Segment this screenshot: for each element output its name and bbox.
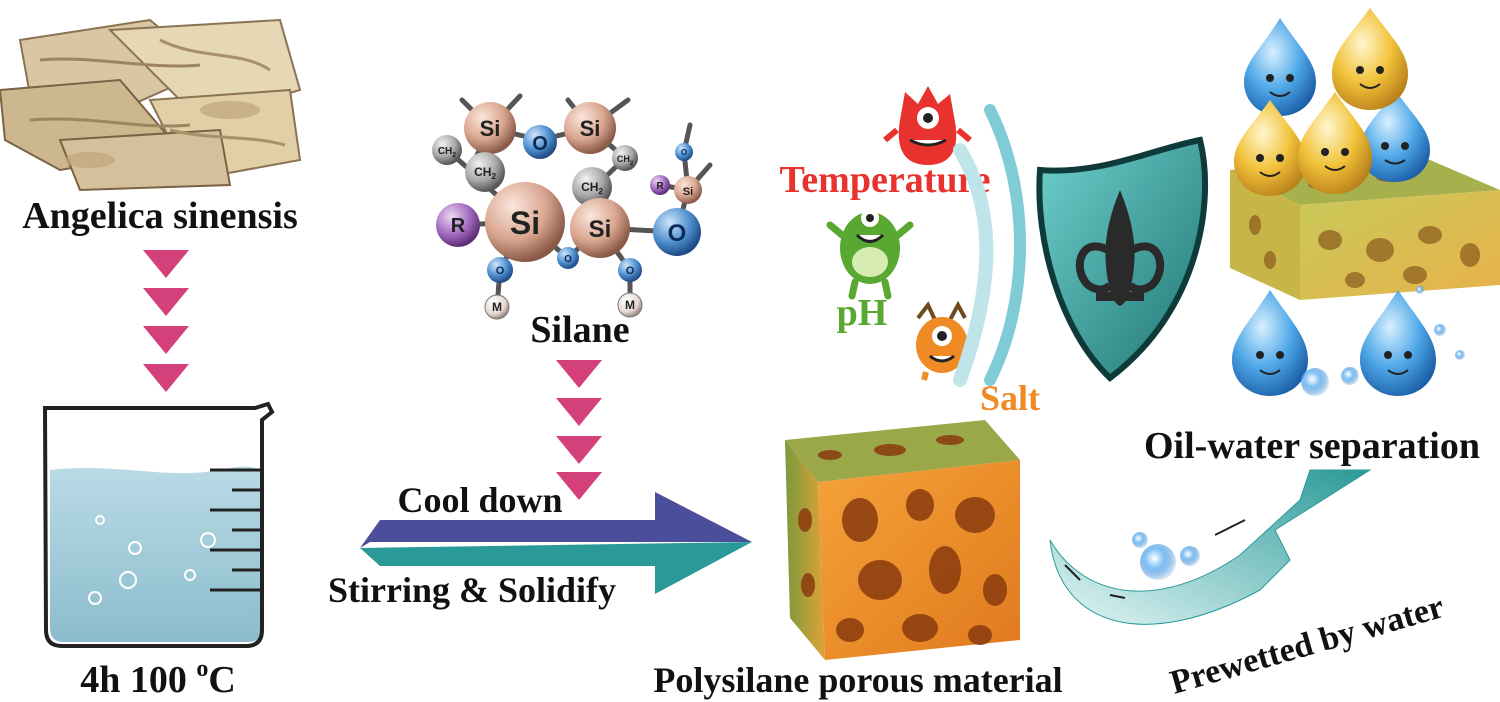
separation-sponge-image xyxy=(1230,160,1500,300)
angelica-down-arrows xyxy=(143,250,189,392)
svg-text:CH2: CH2 xyxy=(617,154,634,167)
svg-text:CH2: CH2 xyxy=(581,180,603,196)
silane-down-arrows xyxy=(556,360,602,500)
water-droplet-icons xyxy=(1232,18,1465,396)
svg-text:Si: Si xyxy=(683,186,693,198)
down-arrow-2 xyxy=(143,288,189,316)
svg-text:O: O xyxy=(681,148,687,157)
svg-text:CH2: CH2 xyxy=(438,146,456,159)
oil-droplet-icons xyxy=(1234,8,1408,196)
porous-material-image xyxy=(785,420,1020,660)
svg-text:R: R xyxy=(451,215,466,237)
svg-text:O: O xyxy=(496,265,505,277)
angelica-slices-image xyxy=(0,18,302,192)
temperature-monster xyxy=(883,86,972,165)
curved-arrow xyxy=(1049,469,1372,625)
svg-text:O: O xyxy=(564,254,572,265)
svg-text:CH2: CH2 xyxy=(474,165,496,181)
svg-text:Si: Si xyxy=(580,116,601,141)
silane-molecule: Si Si O CH2 CH2 CH2 CH2 R Si Si O O O O … xyxy=(432,93,713,320)
down-arrow-5 xyxy=(556,360,602,388)
shield-icon xyxy=(953,104,1209,387)
salt-monster xyxy=(916,300,968,381)
cool-down-label: Cool down xyxy=(397,480,562,520)
stirring-label: Stirring & Solidify xyxy=(328,570,616,610)
process-arrow xyxy=(360,492,752,594)
polysilane-label: Polysilane porous material xyxy=(653,660,1062,700)
condition-label: 4h 100 oC xyxy=(80,656,236,701)
silane-label: Silane xyxy=(530,309,629,351)
cool-down-arrow xyxy=(360,492,752,548)
down-arrow-3 xyxy=(143,326,189,354)
svg-text:Si: Si xyxy=(510,205,540,241)
svg-text:O: O xyxy=(668,220,687,247)
svg-text:R: R xyxy=(656,181,664,192)
down-arrow-4 xyxy=(143,364,189,392)
oil-water-label: Oil-water separation xyxy=(1144,425,1480,467)
svg-text:Si: Si xyxy=(589,216,612,243)
svg-text:O: O xyxy=(626,265,635,277)
temperature-label: Temperature xyxy=(779,159,990,201)
stirring-arrow xyxy=(360,542,752,594)
svg-text:Si: Si xyxy=(480,116,501,141)
ph-monster xyxy=(826,209,914,300)
svg-text:M: M xyxy=(492,300,502,314)
down-arrow-1 xyxy=(143,250,189,278)
angelica-label: Angelica sinensis xyxy=(22,195,298,237)
beaker-image xyxy=(42,401,275,648)
down-arrow-7 xyxy=(556,436,602,464)
ph-label: pH xyxy=(837,292,888,334)
down-arrow-8 xyxy=(556,472,602,500)
svg-text:M: M xyxy=(625,298,635,312)
down-arrow-6 xyxy=(556,398,602,426)
svg-text:O: O xyxy=(532,133,548,155)
